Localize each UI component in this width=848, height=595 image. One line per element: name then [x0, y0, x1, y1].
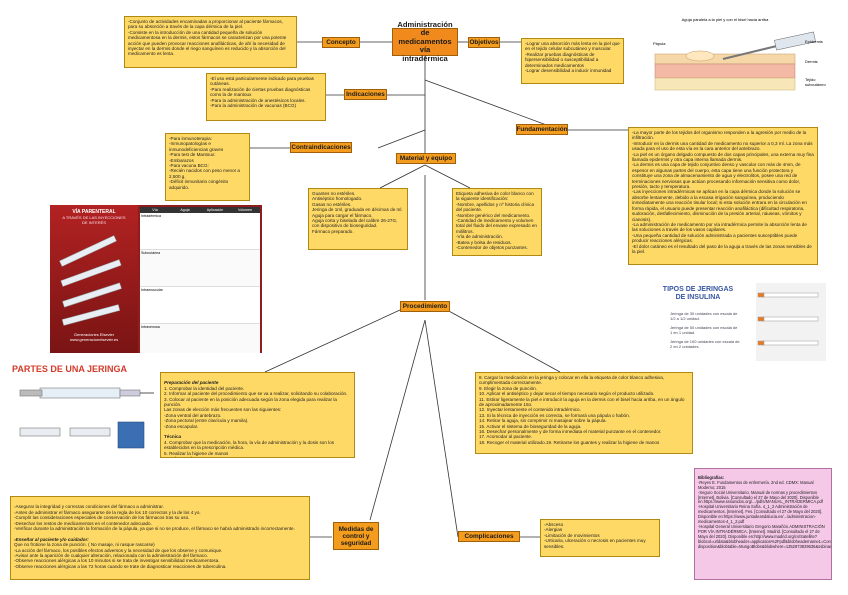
fundamentacion-text: -La mayor parte de los tejidos del organ… [628, 127, 818, 265]
indicaciones-text: -El uso está particularmente indicado pa… [206, 73, 326, 121]
row-label: Intramuscular [141, 288, 163, 292]
node-material: Material y equipo [396, 153, 456, 164]
skin-label-dermis: Dermis [805, 59, 818, 64]
medidas-list: -Asegurar la integridad y correctas cond… [14, 504, 295, 532]
skin-label-papula: Pápula [653, 41, 666, 46]
insulin-item-100: Jeringa de 100 unidades con escala de 2 … [670, 339, 740, 349]
syringe-parts-svg [19, 387, 154, 449]
objetivos-text: -Lograr una absorción más lenta en la pi… [521, 38, 624, 84]
table-header-aplicacion: Aplicación [206, 208, 224, 212]
node-complicaciones: Complicaciones [458, 531, 520, 542]
insulin-item-50: Jeringa de 50 unidades con escala de 1 e… [670, 325, 738, 335]
node-fundamentacion: Fundamentación [516, 124, 568, 135]
table-header-via: Vía [152, 208, 158, 212]
row-label: Subcutánea [141, 251, 161, 255]
insulin-item-30: Jeringa de 30 unidades con escala de 1/2… [670, 311, 738, 321]
row-label: Intradérmica [141, 214, 161, 218]
material-left-text: Guantes no estériles. Antiséptico homolo… [308, 188, 408, 250]
contraindicaciones-text: -Para inmunoterapia: -Inmunopatologías e… [165, 133, 250, 201]
tecnica-steps: 4. Comprobar que la medicación, la hora,… [164, 439, 335, 457]
table-header-volumen: Volumen [238, 208, 252, 212]
via-parenteral-title: VÍA PARENTERAL [72, 209, 116, 215]
insulin-syringes-svg [756, 283, 826, 361]
skin-label-epidermis: Epidermis [805, 39, 823, 44]
node-contraindicaciones: Contraindicaciones [290, 142, 352, 153]
bibliography-list: -Reyes E. Fundamentos de enfermería. 2nd… [698, 479, 832, 549]
concepto-text: -Conjunto de actividades encaminadas a p… [124, 16, 297, 68]
table-header-aguja: Aguja [180, 208, 190, 212]
node-concepto: Concepto [322, 37, 360, 48]
tecnica-title: Técnica [164, 434, 182, 440]
material-right-text: Etiqueta adhesiva de color blanco con la… [452, 188, 542, 256]
via-parenteral-infographic: VÍA PARENTERAL A TRAVÉS DE LAS INYECCION… [50, 205, 262, 353]
skin-caption: Aguja paralela a la piel y con el bisel … [681, 17, 769, 22]
insulin-title: TIPOS DE JERINGAS DE INSULINA [662, 286, 734, 301]
via-parenteral-footer: Generaciones Elsevier www.generacionelse… [69, 332, 119, 342]
skin-label-subcutaneo: Tejido subcutáneo [805, 77, 826, 87]
preparacion-title: Preparación del paciente [164, 380, 219, 386]
bibliography-title: Bibliografías: [698, 474, 725, 480]
syringes-graphic [59, 235, 122, 326]
table-row: Intravenosa [140, 324, 260, 353]
table-row: Intradérmica [140, 213, 260, 250]
node-objetivos: Objetivos [468, 37, 500, 48]
preparacion-steps: 1. Comprobar la identidad del paciente. … [164, 385, 348, 429]
table-row: Intramuscular [140, 287, 260, 324]
node-indicaciones: Indicaciones [344, 89, 387, 100]
medidas-teach-title: -Enseñar al paciente y/o cuidador: [14, 536, 89, 542]
skin-injection-illustration: Aguja paralela a la piel y con el bisel … [645, 16, 835, 94]
bibliography: Bibliografías: -Reyes E. Fundamentos de … [694, 468, 832, 580]
node-medidas: Medidas de control y seguridad [333, 522, 379, 550]
node-procedimiento: Procedimiento [400, 301, 450, 312]
syringe-parts-illustration: PARTES DE UNA JERINGA [10, 362, 156, 462]
medidas-text: -Asegurar la integridad y correctas cond… [10, 496, 310, 580]
insulin-syringes-infographic: TIPOS DE JERINGAS DE INSULINA Jeringa de… [652, 282, 828, 362]
central-topic: Administración de medicamentos vía intra… [392, 20, 458, 62]
complicaciones-text: -Absceso -Alergias -Limitación de movimi… [540, 519, 660, 557]
syringe-parts-title: PARTES DE UNA JERINGA [12, 364, 128, 374]
row-label: Intravenosa [141, 325, 160, 329]
table-row: Subcutánea [140, 250, 260, 287]
procedimiento-right-text: 8. Cargar la medicación en la jeringa y … [475, 372, 693, 454]
procedimiento-left-text: Preparación del paciente 1. Comprobar la… [160, 372, 355, 458]
skin-diagram-svg [654, 31, 816, 91]
medidas-teach-list: Que no frotione la zona de punción. ( No… [14, 542, 227, 569]
via-parenteral-subtitle: A TRAVÉS DE LAS INYECCIONES DE INTERÉS [62, 215, 126, 225]
